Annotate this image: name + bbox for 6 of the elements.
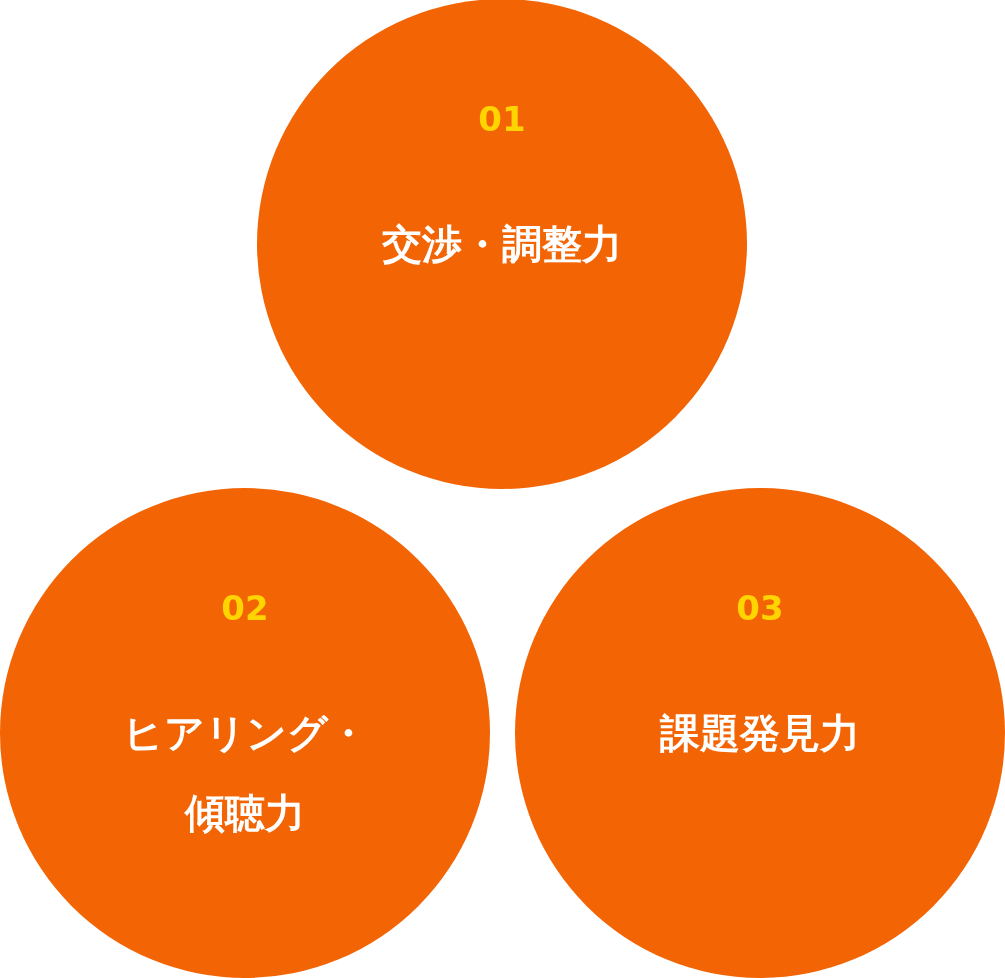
step-number: 01 [477, 99, 527, 139]
skill-label: 交渉・調整力 [381, 220, 623, 269]
step-number: 02 [220, 588, 270, 628]
skill-label: 課題発見力 [658, 709, 861, 758]
skill-label: ヒアリング・傾聴力 [121, 709, 369, 838]
step-number: 03 [735, 588, 785, 628]
